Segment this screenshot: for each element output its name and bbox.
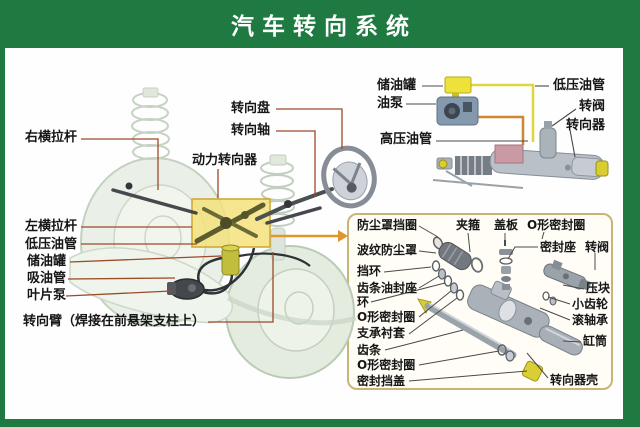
poster-header: 汽车转向系统 bbox=[0, 0, 640, 48]
label-steering-wheel: 转向盘 bbox=[231, 101, 271, 116]
label-inset-o-ring-bottom: O形密封圈 bbox=[357, 358, 416, 372]
label-inset-steering-gear-housing: 转向器壳 bbox=[550, 373, 599, 387]
label-low-pressure-pipe: 低压油管 bbox=[25, 237, 78, 252]
label-inset-ring: 环 bbox=[357, 295, 370, 309]
label-inset-rack: 齿条 bbox=[357, 343, 382, 357]
label-inset-dust-cover-ring: 防尘罩挡圈 bbox=[357, 218, 418, 232]
label-vane-pump: 叶片泵 bbox=[27, 288, 67, 303]
page-title: 汽车转向系统 bbox=[231, 14, 417, 40]
label-sys-oil-pump: 油泵 bbox=[377, 96, 404, 111]
label-inset-cover-plate: 盖板 bbox=[494, 218, 519, 232]
label-sys-low-pressure-pipe: 低压油管 bbox=[553, 78, 606, 93]
label-inset-rotary-valve: 转阀 bbox=[585, 240, 610, 254]
label-sys-oil-reservoir: 储油罐 bbox=[377, 78, 417, 93]
label-inset-rack-oil-seal-seat: 齿条油封座 bbox=[357, 281, 418, 295]
label-suction-pipe: 吸油管 bbox=[27, 271, 67, 286]
label-inset-pressure-block: 压块 bbox=[586, 281, 611, 295]
label-sys-rotary-valve: 转阀 bbox=[579, 99, 606, 114]
label-inset-bellows-dust-cover: 波纹防尘罩 bbox=[357, 243, 418, 257]
label-inset-roller-bearing: 滚轴承 bbox=[572, 313, 609, 327]
label-inset-seal-end-cover: 密封挡盖 bbox=[357, 374, 406, 388]
label-inset-pinion: 小齿轮 bbox=[572, 297, 609, 311]
label-steering-shaft: 转向轴 bbox=[231, 123, 271, 138]
label-steering-arm: 转向臂（焊接在前悬架支柱上） bbox=[23, 314, 206, 329]
label-oil-reservoir: 储油罐 bbox=[27, 254, 67, 269]
label-power-steering-gear: 动力转向器 bbox=[192, 153, 258, 168]
label-sys-high-pressure-pipe: 高压油管 bbox=[380, 132, 433, 147]
label-inset-stop-ring: 挡环 bbox=[357, 264, 382, 278]
label-inset-support-bushing: 支承衬套 bbox=[357, 326, 406, 340]
label-sys-steering-gear: 转向器 bbox=[566, 118, 606, 133]
label-inset-o-ring-mid: O形密封圈 bbox=[357, 310, 416, 324]
label-inset-o-ring-top: O形密封圈 bbox=[527, 218, 586, 232]
label-right-tie-rod: 右横拉杆 bbox=[25, 130, 78, 145]
label-inset-cylinder-tube: 缸筒 bbox=[583, 334, 608, 348]
label-inset-seal-seat: 密封座 bbox=[540, 240, 577, 254]
label-left-tie-rod: 左横拉杆 bbox=[25, 219, 78, 234]
label-inset-clamp: 夹箍 bbox=[456, 218, 481, 232]
